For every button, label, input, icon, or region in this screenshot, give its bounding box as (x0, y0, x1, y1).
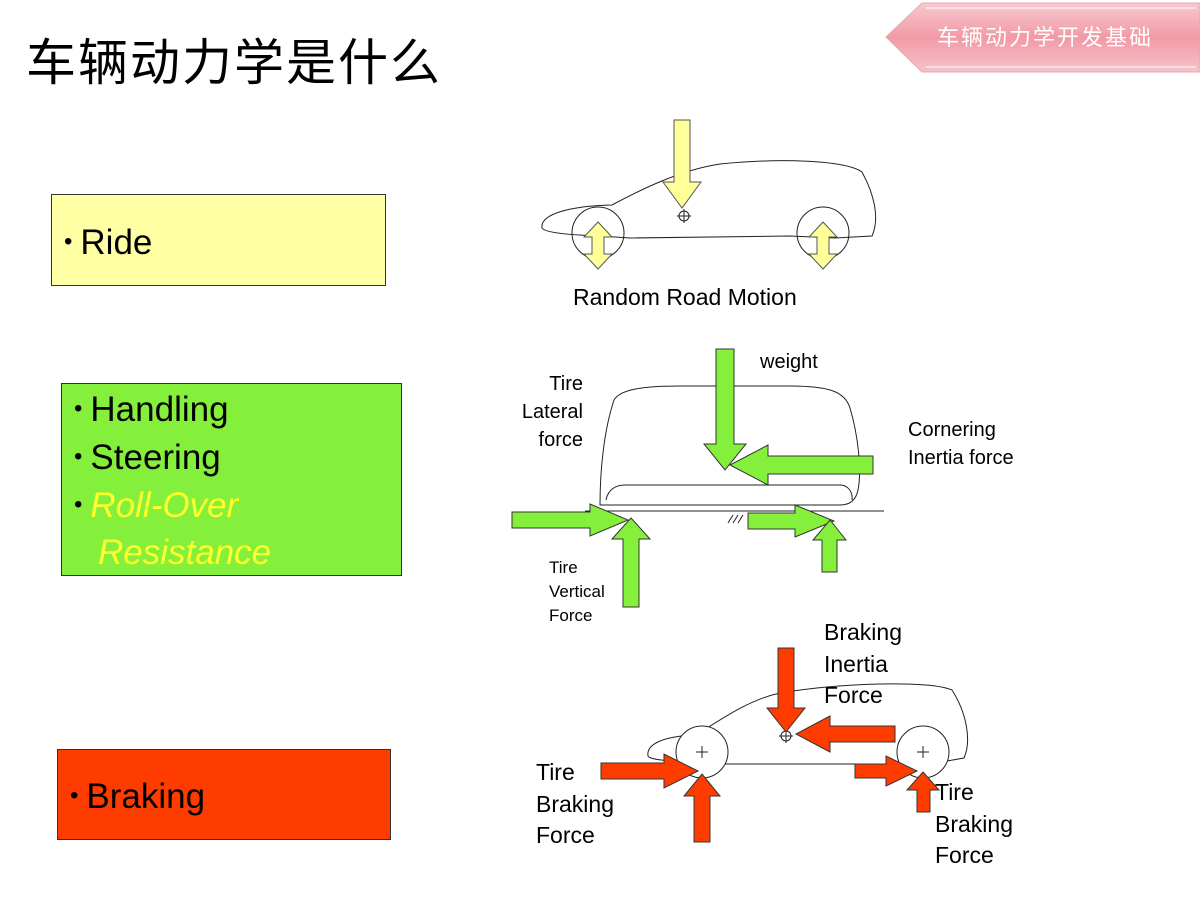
ride-car-body (541, 160, 877, 239)
ground-hatch (727, 514, 744, 524)
tire-vertical-braking-left-arrow-icon (682, 773, 722, 843)
bullet-braking: •Braking (70, 779, 205, 814)
bullet-ride: •Ride (64, 225, 152, 260)
braking-weight-arrow-icon (765, 647, 807, 733)
braking-inertia-label: Braking Inertia Force (824, 619, 902, 709)
braking-inertia-arrow-icon (794, 715, 896, 753)
handling-label: Handling (90, 390, 229, 429)
corner-tag-text: 车辆动力学开发基础 (937, 26, 1154, 51)
ride-label: Ride (80, 223, 153, 262)
tire-braking-right-arrow-icon (854, 755, 919, 787)
cornering-force-arrow-icon (728, 444, 874, 486)
tire-braking-left-label: Tire Braking Force (536, 759, 614, 849)
rollover-label: Roll-Over (90, 486, 239, 525)
bullet-icon: • (74, 394, 83, 422)
handling-diagram (511, 348, 884, 608)
corner-tag-shape (885, 2, 1200, 73)
page-title: 车辆动力学是什么 (26, 34, 442, 92)
ride-front-bounce-arrow-icon (582, 221, 614, 270)
wheel-center-icon (696, 746, 929, 758)
bullet-icon: • (74, 442, 83, 470)
tire-vertical-braking-right-arrow-icon (905, 771, 941, 813)
tire-braking-right-label: Tire Braking Force (935, 779, 1013, 869)
braking-diagram (600, 647, 969, 843)
tire-lateral-left-arrow-icon (511, 503, 630, 537)
bullet-icon: • (70, 781, 79, 809)
braking-box: •Braking (57, 749, 391, 840)
resistance-label: Resistance (98, 533, 272, 572)
tire-vertical-right-arrow-icon (811, 519, 848, 573)
handling-car-lower (605, 484, 853, 501)
tire-lateral-label: Tire Lateral force (521, 373, 583, 451)
handling-box: •Handling •Steering •Roll-Over Resistanc… (61, 383, 402, 576)
ride-box: •Ride (51, 194, 386, 286)
bullet-steering: •Steering (74, 440, 221, 475)
bullet-icon: • (64, 227, 73, 255)
tire-lateral-right-arrow-icon (747, 504, 836, 538)
tire-vertical-label: Tire Vertical Force (549, 558, 605, 625)
tire-vertical-left-arrow-icon (610, 517, 652, 608)
cornering-inertia-label: Cornering Inertia force (908, 419, 1014, 469)
steering-label: Steering (90, 438, 221, 477)
ride-load-arrow-icon (662, 119, 702, 209)
tire-braking-left-arrow-icon (600, 753, 700, 789)
weight-arrow-icon (702, 348, 748, 471)
ride-rear-bounce-arrow-icon (807, 221, 839, 270)
braking-label: Braking (86, 777, 206, 816)
handling-car-body (599, 385, 861, 506)
road-motion-caption: Random Road Motion (573, 284, 797, 310)
weight-label: weight (760, 351, 818, 373)
bullet-handling: •Handling (74, 392, 229, 427)
center-of-gravity-icon (677, 209, 691, 223)
bullet-rollover: •Roll-Over (74, 488, 238, 523)
ride-diagram (541, 119, 877, 270)
bullet-icon: • (74, 490, 83, 518)
